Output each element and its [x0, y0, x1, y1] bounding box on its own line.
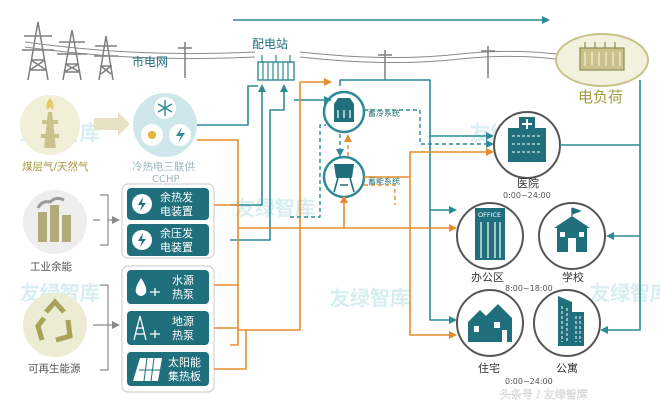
power-to-hospital-line: [339, 79, 494, 140]
hospital-label: 医院: [517, 176, 539, 190]
power-to-residence-line: [429, 210, 457, 324]
pylon-icon: [94, 35, 118, 81]
solar-label-2: 集热板: [168, 369, 201, 383]
cchp-label: 冷热电三联供: [132, 160, 195, 173]
industrial-source: 工业余能: [23, 190, 87, 273]
pylon-icon: [22, 21, 54, 81]
school-label: 学校: [562, 270, 584, 284]
pole-icon: [481, 46, 495, 78]
ground-heat-pump-box: [127, 311, 209, 345]
valve-icon: [150, 288, 160, 296]
grid-label: 市电网: [132, 54, 168, 69]
source-circle: [23, 293, 87, 357]
renewable-source: 可再生能源: [23, 293, 87, 375]
devices-group-2: 水源 热泵 地源 热泵 太阳能 集热板: [121, 265, 215, 393]
cold-dashed-line: [290, 124, 326, 218]
flow-lines: [197, 78, 641, 370]
solar-heat-line: [214, 330, 247, 370]
residence-hours: 0:00~24:00: [505, 377, 553, 386]
cchp-en-label: CCHP: [152, 174, 180, 185]
apartment-icon: [558, 296, 584, 346]
load-to-apartment-line: [600, 80, 641, 334]
apartment-label: 公寓: [556, 361, 578, 375]
school-icon: [554, 207, 590, 252]
pole-icon: [378, 50, 392, 80]
pole-icon: [178, 42, 192, 78]
credit-text: 头条号 / 友绿智库: [500, 387, 588, 401]
school: 学校: [538, 202, 606, 284]
power-to-office-line: [429, 136, 457, 214]
devices-frame: [121, 183, 215, 259]
solar-label-1: 太阳能: [168, 355, 201, 369]
coal-gas-source: 煤层气/天然气: [20, 95, 89, 173]
heat-storage: 蓄能系统: [322, 155, 400, 199]
watermark: 友绿智库: [235, 196, 315, 220]
substation-icon: [257, 55, 295, 81]
apartment: 公寓: [533, 289, 601, 375]
heat-to-ice-line: [299, 78, 332, 228]
devices-frame: [121, 265, 215, 393]
residence: 住宅 0:00~24:00: [456, 289, 553, 386]
factory-icon: [36, 196, 71, 242]
substation-label: 配电站: [252, 37, 288, 51]
solar-panel-icon: [133, 357, 162, 382]
storage-dashed-line: [364, 184, 396, 205]
recycle-icon: [35, 298, 73, 343]
house-icon: [468, 304, 512, 342]
ground-hp-label-1: 地源: [172, 314, 194, 328]
substation: 配电站: [252, 37, 295, 81]
office-hours: 8:00~18:00: [505, 284, 553, 293]
water-hp-label-2: 热泵: [172, 288, 194, 301]
cchp-heat-line: [197, 139, 239, 346]
pylon-icon: [57, 29, 87, 81]
watermark: 友绿智库: [330, 286, 410, 310]
ice-to-hospital-dashed-line: [364, 109, 494, 148]
water-drop-icon: [135, 278, 147, 296]
office-sign: OFFICE: [478, 211, 501, 219]
heat-to-residence-line: [409, 228, 457, 339]
hospital-icon: [508, 117, 546, 162]
storage-to-hospital-line: [364, 148, 494, 178]
waste-pressure-label-1: 余压发: [160, 226, 193, 240]
watermark: 友绿智库: [590, 281, 660, 305]
office-building-icon: OFFICE: [475, 208, 505, 260]
heat-storage-label: 蓄能系统: [368, 176, 400, 186]
cchp-unit: 冷热电三联供 CCHP: [132, 93, 197, 185]
coal-gas-label: 煤层气/天然气: [22, 160, 89, 173]
water-tower-icon: [333, 164, 355, 193]
ground-hp-label-2: 热泵: [172, 329, 194, 342]
office-label: 办公区: [471, 271, 504, 284]
load-label: 电负荷: [578, 88, 623, 106]
waste-heat-label-2: 电装置: [160, 205, 193, 218]
waste-pressure-label-2: 电装置: [160, 241, 193, 254]
valve-icon: [150, 330, 160, 338]
heat-riser: [238, 228, 301, 331]
load-icon: [579, 42, 625, 71]
renewable-label: 可再生能源: [28, 362, 81, 375]
water-heat-pump-box: [127, 270, 209, 304]
hospital: 医院 0:00~24:00: [493, 111, 561, 200]
gas-well-icon: [41, 98, 59, 148]
devices-group-1: 余热发 电装置 余压发 电装置: [121, 183, 215, 259]
water-hp-label-1: 水源: [172, 273, 194, 287]
ice-storage-label: 蓄冷系统: [368, 108, 400, 118]
cchp-power-line: [197, 85, 258, 126]
waste-heat-label-1: 余热发: [160, 190, 193, 204]
coal-to-cchp-arrow: [94, 112, 130, 136]
drill-rig-icon: [133, 315, 147, 341]
electric-load: 电负荷: [555, 33, 649, 106]
bracket: [100, 284, 109, 371]
industrial-label: 工业余能: [30, 260, 72, 273]
waste-heat-power-line: [230, 84, 266, 206]
ice-storage: 蓄冷系统: [322, 90, 400, 134]
office: OFFICE 办公区 8:00~18:00: [456, 202, 553, 293]
bracket: [93, 194, 109, 246]
waste-pressure-power-line: [230, 84, 288, 241]
residence-label: 住宅: [478, 361, 500, 375]
hospital-hours: 0:00~24:00: [503, 191, 551, 200]
power-grid: 市电网: [22, 21, 571, 81]
ice-tank-icon: [334, 98, 354, 122]
